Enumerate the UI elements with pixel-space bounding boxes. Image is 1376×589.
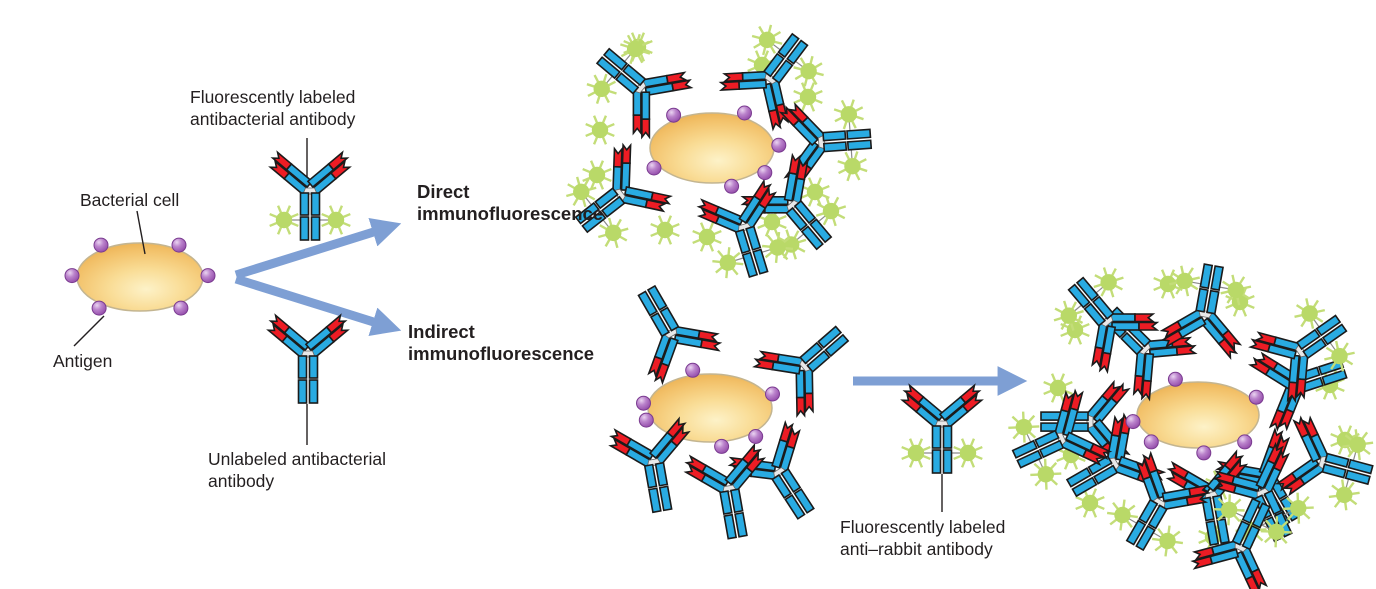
unlabeled-antibody <box>265 315 350 403</box>
anti-rabbit-antibody-label: Fluorescently labeled anti–rabbit antibo… <box>840 517 1006 559</box>
secondary-antibody <box>1245 288 1366 408</box>
antigen <box>93 237 109 253</box>
antigen <box>748 429 764 444</box>
antigen <box>173 300 189 316</box>
antigen <box>771 137 787 153</box>
cell-direct <box>649 112 775 184</box>
fluorophore <box>799 176 831 208</box>
antigen <box>171 237 187 253</box>
arrow-direct <box>234 218 402 280</box>
bacterial-cell-label: Bacterial cell <box>80 190 180 210</box>
antigen <box>1248 389 1264 405</box>
antigen <box>757 165 773 181</box>
fluorophore <box>584 114 616 146</box>
indirect-immunofluorescence-heading: Indirect immunofluorescence <box>408 321 595 364</box>
fluorescent-antibody-label: Fluorescently labeled antibacterial anti… <box>190 87 356 129</box>
antigen <box>666 107 682 123</box>
antigen <box>714 438 730 454</box>
fluorophore <box>649 214 681 246</box>
antigen <box>724 178 740 194</box>
arrow-indirect <box>234 274 402 336</box>
bound-antibody <box>680 443 779 544</box>
cell-main <box>76 242 204 312</box>
direct-immunofluorescence-heading: Direct immunofluorescence <box>417 181 604 224</box>
antigen <box>200 268 216 284</box>
antigen <box>636 395 651 411</box>
antigen <box>638 412 654 428</box>
antigen <box>1143 434 1159 450</box>
antigen <box>1196 445 1212 461</box>
anti-rabbit-antibody <box>899 385 984 473</box>
fluorescent-labeled-antibody <box>267 152 352 240</box>
antigen <box>64 268 80 284</box>
antigen <box>646 160 662 176</box>
antigen-label: Antigen <box>53 351 113 371</box>
cell-indirect-2 <box>1136 381 1260 449</box>
antigen <box>91 300 107 316</box>
antigen <box>1237 434 1253 450</box>
antigen <box>685 362 701 378</box>
unlabeled-antibody-label: Unlabeled antibacterial antibody <box>208 449 387 491</box>
bound-antibody <box>610 269 728 388</box>
antigen <box>1125 414 1141 430</box>
bacterial-cell-pointer <box>136 210 146 255</box>
fluorophore <box>691 221 723 253</box>
antigen <box>765 386 780 402</box>
bound-antibody <box>605 417 704 518</box>
antigen-pointer <box>73 315 105 347</box>
antigen <box>737 105 752 121</box>
antigen <box>1167 371 1183 387</box>
